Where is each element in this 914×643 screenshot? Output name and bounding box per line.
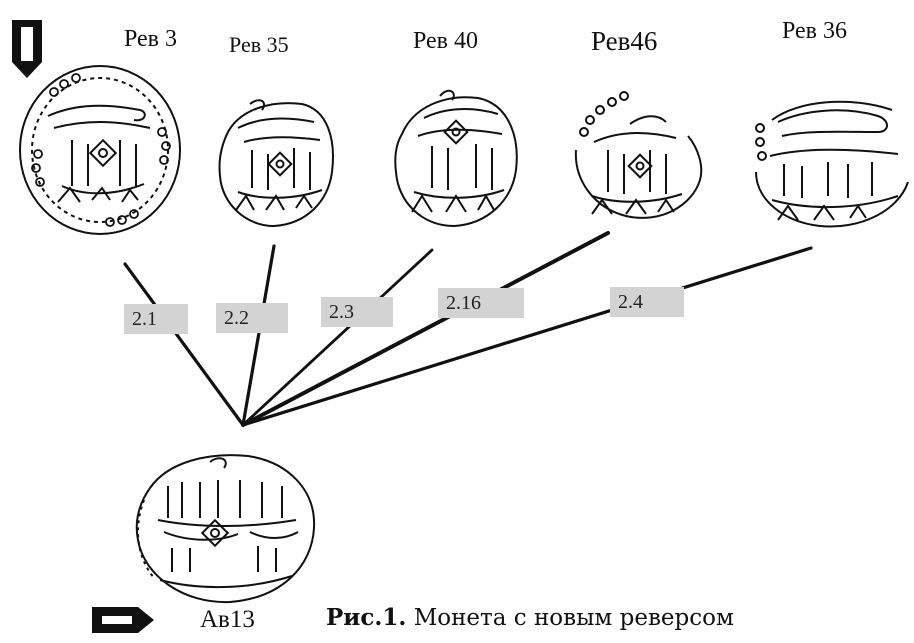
badge-2-1: 2.1 <box>124 304 188 334</box>
line-rev40 <box>243 250 432 425</box>
badge-2-2: 2.2 <box>216 303 288 333</box>
coin-reverse-46 <box>570 84 710 232</box>
coin-obverse-13 <box>128 448 324 608</box>
figure-caption: Рис.1. Монета с новым реверсом <box>326 604 734 631</box>
badge-2-16: 2.16 <box>438 288 524 318</box>
line-rev3 <box>125 264 243 425</box>
coin-reverse-3 <box>14 62 186 240</box>
obverse-label: Ав13 <box>200 606 255 634</box>
coin-reverse-36 <box>748 92 912 232</box>
badge-2-3: 2.3 <box>321 297 393 327</box>
badge-2-4: 2.4 <box>610 287 684 317</box>
caption-prefix: Рис.1. <box>326 604 406 631</box>
coin-reverse-35 <box>210 92 342 234</box>
coin-reverse-40 <box>388 84 528 234</box>
line-rev35 <box>243 246 274 425</box>
caption-text: Монета с новым реверсом <box>406 605 733 631</box>
